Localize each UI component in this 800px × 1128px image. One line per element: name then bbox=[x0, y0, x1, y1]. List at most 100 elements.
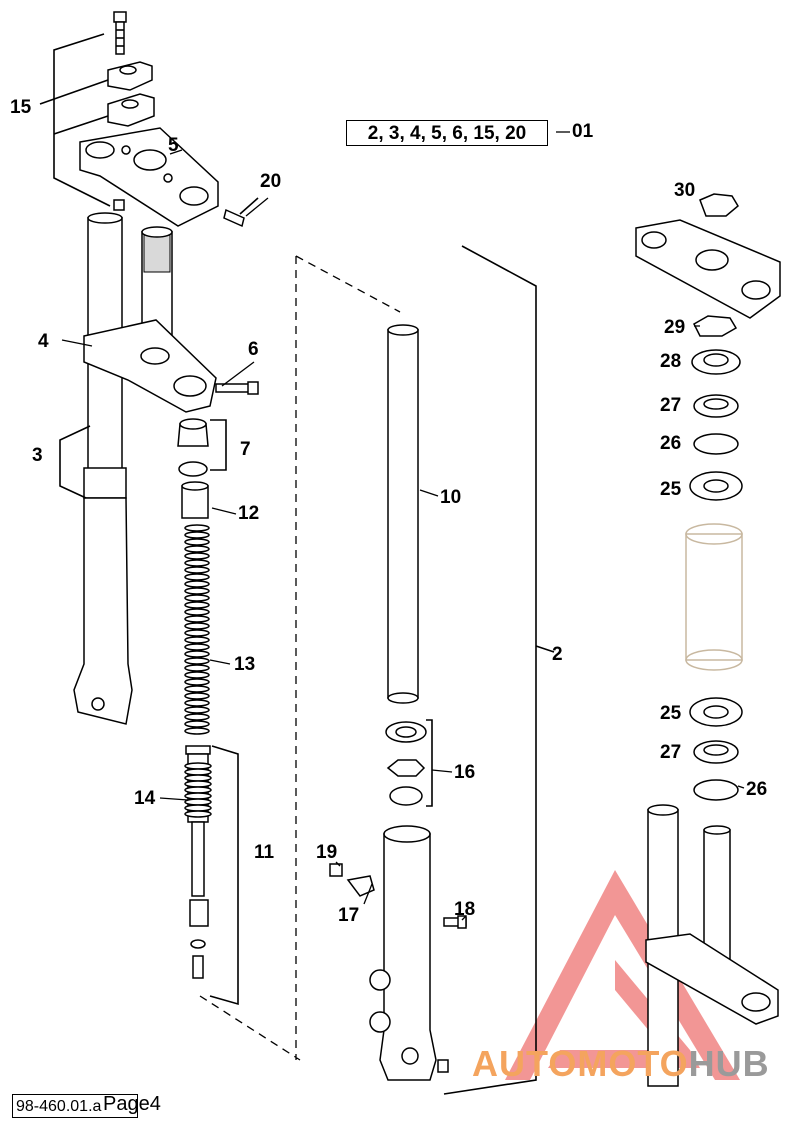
callout-3: 3 bbox=[32, 445, 43, 466]
watermark-text: AUTOMOTOHUB bbox=[472, 1043, 770, 1085]
spring-coil bbox=[184, 643, 210, 651]
o-ring-26a bbox=[693, 433, 739, 455]
bracket-17 bbox=[346, 875, 375, 897]
spring-coil bbox=[184, 559, 210, 567]
spring-coil bbox=[184, 587, 210, 595]
spring-coil bbox=[184, 774, 212, 782]
spring-coil bbox=[184, 720, 210, 728]
spring-coil bbox=[184, 608, 210, 616]
nut-19 bbox=[329, 863, 343, 877]
callout-13: 13 bbox=[234, 654, 256, 675]
spring-coil bbox=[184, 545, 210, 553]
spring-coil bbox=[184, 538, 210, 546]
watermark-part1: AUTOMOTO bbox=[472, 1043, 689, 1084]
spring-coil bbox=[184, 622, 210, 630]
lower-triple-clamp bbox=[83, 319, 217, 413]
callout-6: 6 bbox=[248, 339, 259, 360]
upper-clamp-right bbox=[635, 219, 781, 319]
callout-27b: 27 bbox=[660, 742, 682, 763]
fork-tube-10 bbox=[387, 324, 419, 704]
spring-coil bbox=[184, 699, 210, 707]
bearing-25a bbox=[689, 471, 743, 501]
spring-coil bbox=[184, 671, 210, 679]
bolt-18 bbox=[443, 915, 467, 929]
o-ring-26b bbox=[693, 779, 739, 801]
callout-20: 20 bbox=[260, 171, 282, 192]
leader-lines bbox=[61, 131, 745, 921]
seal-kit-16 bbox=[385, 721, 427, 806]
spring-coil bbox=[184, 573, 210, 581]
fork-cap-7 bbox=[177, 418, 209, 477]
fork-slider bbox=[369, 825, 437, 1081]
callout-4: 4 bbox=[38, 331, 49, 352]
drain-nut bbox=[437, 1059, 449, 1073]
spring-coil bbox=[184, 657, 210, 665]
spring-coil bbox=[184, 580, 210, 588]
spring-coil bbox=[184, 786, 212, 794]
callout-14: 14 bbox=[134, 788, 156, 809]
bolt-6 bbox=[215, 381, 259, 395]
callout-7: 7 bbox=[240, 439, 251, 460]
callout-26b: 26 bbox=[746, 779, 768, 800]
spring-coil bbox=[184, 615, 210, 623]
stem-sleeve bbox=[685, 523, 743, 671]
ring-27a bbox=[693, 394, 739, 418]
callout-17: 17 bbox=[338, 905, 360, 926]
spacer-12 bbox=[181, 481, 209, 519]
spring-coil bbox=[184, 810, 212, 818]
steering-stem-lower bbox=[645, 804, 779, 1087]
callout-25a: 25 bbox=[660, 479, 682, 500]
spring-coil bbox=[184, 566, 210, 574]
callout-11: 11 bbox=[254, 842, 275, 863]
callout-12: 12 bbox=[238, 503, 260, 524]
callout-26a: 26 bbox=[660, 433, 682, 454]
spring-coil bbox=[184, 678, 210, 686]
drawing-reference: 98-460.01.a bbox=[12, 1094, 138, 1118]
spring-coil bbox=[184, 629, 210, 637]
fork-leg-left bbox=[73, 212, 133, 725]
spring-coil bbox=[184, 768, 212, 776]
callout-5: 5 bbox=[168, 135, 179, 156]
washer-28 bbox=[691, 349, 741, 375]
nut-29 bbox=[693, 315, 738, 337]
spring-coil bbox=[184, 692, 210, 700]
assembly-part-list: 2, 3, 4, 5, 6, 15, 20 bbox=[346, 120, 548, 146]
callout-27a: 27 bbox=[660, 395, 682, 416]
watermark-part2: HUB bbox=[688, 1043, 770, 1084]
callout-19: 19 bbox=[316, 842, 338, 863]
spring-coil bbox=[184, 650, 210, 658]
spring-coil bbox=[184, 780, 212, 788]
bolt-20 bbox=[223, 197, 259, 228]
clamp-bolt-top bbox=[113, 11, 127, 55]
spring-coil bbox=[184, 706, 210, 714]
spring-coil bbox=[184, 713, 210, 721]
bracket-2 bbox=[443, 245, 537, 1095]
page-label: Page4 bbox=[103, 1093, 161, 1115]
callout-2: 2 bbox=[552, 644, 563, 665]
callout-28: 28 bbox=[660, 351, 682, 372]
spring-coil bbox=[184, 594, 210, 602]
spring-13 bbox=[184, 524, 210, 735]
nut-30 bbox=[699, 193, 739, 217]
spring-coil bbox=[184, 531, 210, 539]
spring-coil bbox=[184, 792, 212, 800]
assembly-number: 01 bbox=[572, 121, 594, 142]
bearing-25b bbox=[689, 697, 743, 727]
spring-coil bbox=[184, 601, 210, 609]
callout-16: 16 bbox=[454, 762, 476, 783]
clamp-nut-small bbox=[113, 199, 125, 211]
spring-coil bbox=[184, 552, 210, 560]
spring-coil bbox=[184, 804, 212, 812]
callout-18: 18 bbox=[454, 899, 476, 920]
spring-coil bbox=[184, 524, 210, 532]
damper-spring-14 bbox=[184, 762, 212, 818]
callout-15: 15 bbox=[10, 97, 32, 118]
callout-29: 29 bbox=[664, 317, 686, 338]
dashed-leader bbox=[199, 255, 401, 1061]
callout-10: 10 bbox=[440, 487, 462, 508]
handlebar-clamp-lower bbox=[107, 93, 155, 127]
callout-30: 30 bbox=[674, 180, 696, 201]
callout-25b: 25 bbox=[660, 703, 682, 724]
spring-coil bbox=[184, 636, 210, 644]
